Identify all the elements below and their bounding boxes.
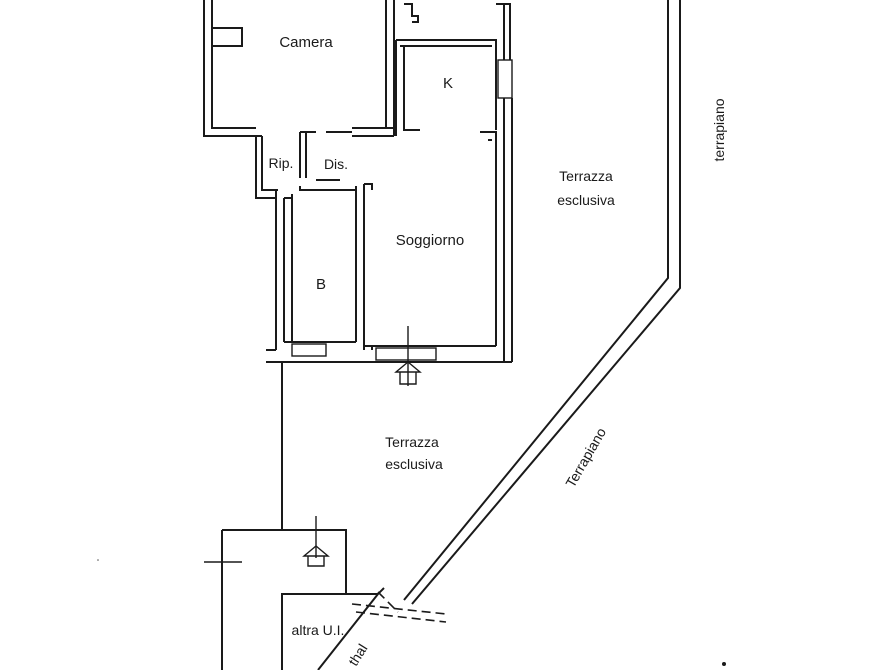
- entrance-arrow-icon: [394, 361, 422, 385]
- room-label-bagno: B: [316, 276, 326, 293]
- terrace-boundaries: [281, 0, 681, 605]
- lower-block: [204, 516, 447, 670]
- room-label-ripostiglio: Rip.: [269, 155, 294, 171]
- upper-terrace-label-2: esclusiva: [557, 192, 615, 208]
- lower-entrance-arrow-icon: [302, 545, 330, 567]
- rip-dis-walls: [255, 131, 357, 199]
- living-room-window: [375, 347, 437, 361]
- soggiorno-walls: [266, 326, 512, 386]
- kitchen-walls: [395, 3, 513, 362]
- room-label-soggiorno: Soggiorno: [396, 232, 464, 249]
- scan-dot: [97, 559, 99, 561]
- upper-terrace-label-1: Terrazza: [559, 168, 613, 184]
- cut-label: thal: [345, 641, 371, 669]
- other-unit-label: altra U.I.: [292, 622, 345, 638]
- bathroom-walls: [275, 183, 373, 357]
- room-label-disimpegno: Dis.: [324, 156, 348, 172]
- room-label-camera: Camera: [279, 34, 333, 51]
- lower-terrace-label-1: Terrazza: [385, 434, 439, 450]
- scan-dot: [722, 662, 726, 666]
- room-label-kitchen: K: [443, 75, 453, 92]
- embankment-label-right: terrapiano: [711, 98, 727, 161]
- bathroom-window: [291, 343, 327, 357]
- camera-walls: [203, 0, 419, 137]
- embankment-label-diagonal: Terrapiano: [562, 425, 609, 490]
- kitchen-window: [497, 59, 513, 99]
- lower-terrace-label-2: esclusiva: [385, 456, 443, 472]
